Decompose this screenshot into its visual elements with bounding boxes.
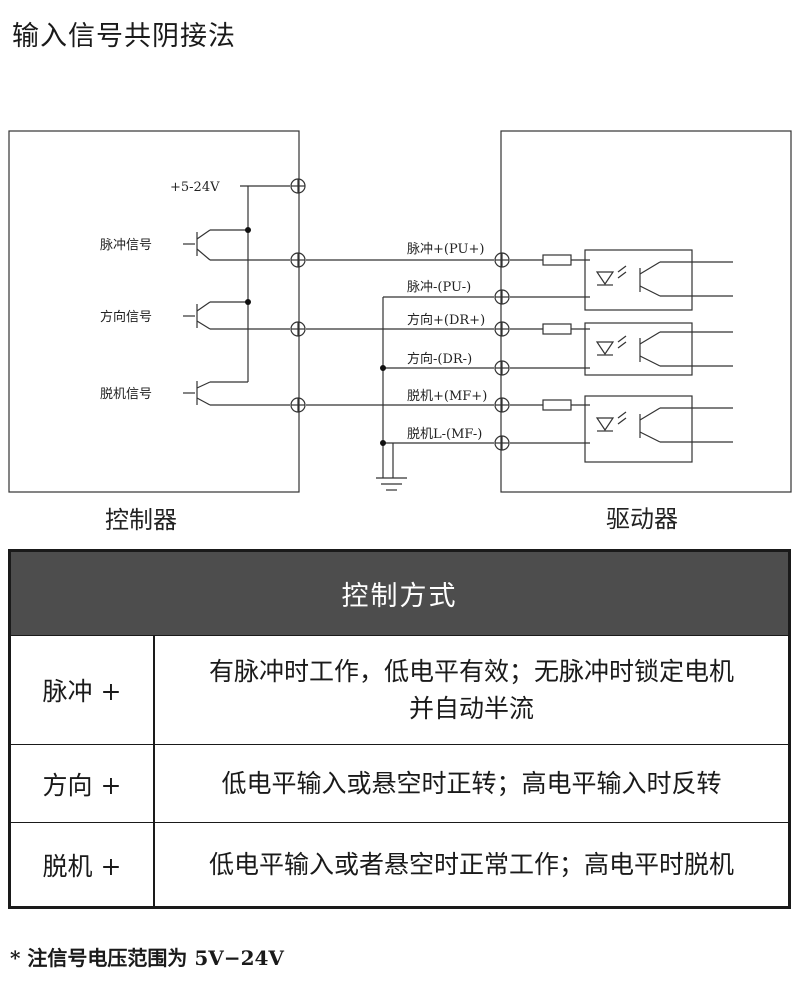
table-header: 控制方式 <box>11 552 788 635</box>
terminal-label-pu-plus: 脉冲+(PU+) <box>407 242 484 257</box>
table-row: 脱机 + 低电平输入或者悬空时正常工作；高电平时脱机 <box>11 822 788 906</box>
optocoupler-3 <box>584 395 693 463</box>
driver-box <box>500 130 792 493</box>
opto-internal-3 <box>595 407 733 443</box>
terminal-label-pu-minus: 脉冲-(PU-) <box>407 280 471 295</box>
row-value-line: 并自动半流 <box>408 694 534 723</box>
wiring-diagram: +5-24V 脉冲信号 方向信号 脱机信号 脉冲+(PU+) 脉冲-(PU-) … <box>8 130 792 534</box>
page-title: 输入信号共阴接法 <box>12 21 236 52</box>
controller-terminals <box>290 178 306 413</box>
row-value: 有脉冲时工作，低电平有效；无脉冲时锁定电机 并自动半流 <box>155 636 788 744</box>
offline-signal-label: 脱机信号 <box>100 387 152 402</box>
opto-internal-2 <box>595 331 733 367</box>
row-value: 低电平输入或悬空时正转；高电平输入时反转 <box>221 769 722 798</box>
controller-box <box>8 130 300 493</box>
opto-internal-1 <box>595 261 733 297</box>
junction-dots <box>245 227 386 446</box>
terminal-label-mf-minus: 脱机L-(MF-) <box>407 427 482 442</box>
row-key: 方向 + <box>11 745 155 822</box>
row-value: 低电平输入或者悬空时正常工作；高电平时脱机 <box>208 850 734 879</box>
control-mode-table: 控制方式 脉冲 + 有脉冲时工作，低电平有效；无脉冲时锁定电机 并自动半流 方向… <box>8 549 791 909</box>
optocoupler-1 <box>584 249 693 311</box>
row-key: 脱机 + <box>11 823 155 906</box>
terminal-label-dr-minus: 方向-(DR-) <box>407 351 472 367</box>
supply-label: +5-24V <box>170 180 220 195</box>
table-row: 方向 + 低电平输入或悬空时正转；高电平输入时反转 <box>11 744 788 822</box>
driver-terminals <box>494 252 510 451</box>
table-row: 脉冲 + 有脉冲时工作，低电平有效；无脉冲时锁定电机 并自动半流 <box>11 635 788 744</box>
row-key: 脉冲 + <box>11 636 155 744</box>
voltage-note: * 注信号电压范围为 5V−24V <box>10 946 284 970</box>
optocoupler-2 <box>584 322 693 376</box>
controller-label: 控制器 <box>105 506 177 534</box>
terminal-label-dr-plus: 方向+(DR+) <box>407 312 485 328</box>
direction-signal-label: 方向信号 <box>100 309 152 325</box>
row-value-line: 有脉冲时工作，低电平有效；无脉冲时锁定电机 <box>208 657 734 686</box>
pulse-signal-label: 脉冲信号 <box>100 238 152 253</box>
driver-label: 驱动器 <box>606 505 678 533</box>
terminal-label-mf-plus: 脱机+(MF+) <box>407 389 487 404</box>
